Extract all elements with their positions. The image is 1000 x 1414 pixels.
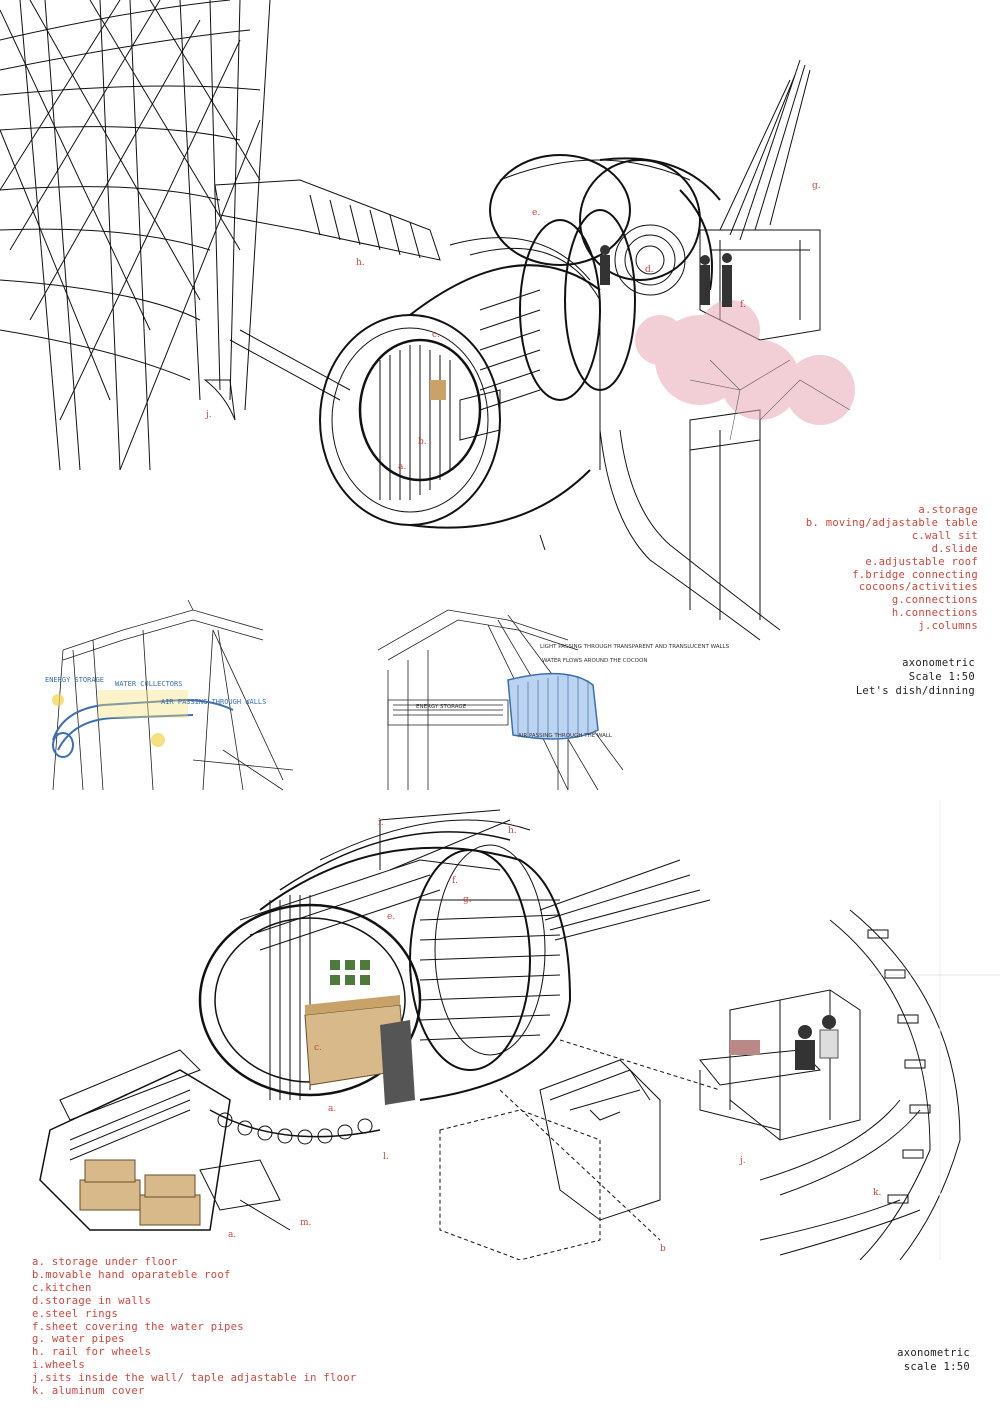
bottom-legend-item: d.storage in walls [32, 1294, 152, 1307]
top-caption: axonometric Scale 1:50 Let's dish/dinnin… [856, 656, 975, 698]
bottom-callout-b: b [660, 1244, 666, 1254]
bottom-callout-f: f. [452, 876, 458, 886]
bottom-callout-g: g. [463, 895, 472, 905]
left-panel-air-note: AIR PASSING THROUGH WALLS [161, 698, 267, 706]
slide-cocoon [489, 154, 721, 296]
wall-plants [330, 960, 370, 985]
main-cocoon [319, 209, 636, 551]
bottom-caption-scale: scale 1:50 [903, 1361, 970, 1373]
top-caption-subtitle: Let's dish/dinning [855, 685, 975, 697]
bottom-callout-c: c. [314, 1043, 322, 1053]
people-figures [430, 245, 732, 400]
callout-f: f. [740, 300, 746, 310]
left-lattice-structure [0, 0, 271, 471]
middle-panel-water-note: WATER FLOWS AROUND THE COCOON [542, 658, 648, 664]
middle-panel-air-note: AIR PASSING THROUGH THE WALL [518, 733, 612, 739]
left-panel-sketch [52, 599, 294, 791]
top-legend-item: h.connections [891, 607, 978, 620]
bottom-legend-item: b.movable hand oparateble roof [32, 1268, 231, 1281]
callout-d: d. [645, 265, 654, 275]
bottom-legend: a. storage under floor b.movable hand op… [32, 1256, 356, 1398]
middle-panel-light-note: LIGHT PASSING THROUGH TRANSPARENT AND TR… [540, 644, 730, 650]
middle-panel-storage-note: ENERGY STORAGE [416, 704, 467, 710]
energy-diagram-panel-middle: LIGHT PASSING THROUGH TRANSPARENT AND TR… [368, 590, 729, 800]
bottom-legend-item: f.sheet covering the water pipes [32, 1320, 244, 1333]
bottom-caption: axonometric scale 1:50 [897, 1346, 970, 1374]
left-panel-water-note: WATER COLLECTORS [115, 680, 183, 688]
top-legend-item: e.adjustable roof [865, 555, 978, 568]
top-legend-item: a.storage [918, 504, 978, 516]
top-legend-item: d.slide [931, 542, 978, 555]
top-axonometric-drawing [0, 0, 855, 641]
top-legend-item: b. moving/adjastable table [805, 516, 978, 529]
callout-g: g. [812, 181, 821, 191]
curved-rail [759, 909, 961, 1260]
top-legend: a.storage b. moving/adjastable table c.w… [806, 504, 978, 633]
storage-boxes [79, 1159, 201, 1226]
bottom-legend-item: e.steel rings [32, 1307, 119, 1320]
kitchen-block [304, 995, 415, 1105]
bottom-callout-m: m. [300, 1218, 312, 1228]
energy-diagram-panel-left: ENERGY STORAGE WATER COLLECTORS AIR PASS… [43, 590, 298, 800]
callout-a: a. [398, 462, 407, 472]
seat-unit-people [730, 1015, 839, 1070]
bottom-callout-a1: a. [328, 1104, 337, 1114]
bottom-callout-l: l. [383, 1152, 389, 1162]
callout-j: j. [206, 410, 212, 420]
top-legend-item: c.wall sit [911, 529, 978, 542]
bottom-legend-item: a. storage under floor [32, 1256, 178, 1268]
bottom-callout-a2: a. [228, 1230, 237, 1240]
bottom-legend-item: k. aluminum cover [32, 1385, 145, 1398]
blossom-tree [635, 300, 855, 425]
top-legend-item: j.columns [918, 620, 978, 633]
connecting-tube [214, 179, 441, 401]
top-caption-title: axonometric [902, 657, 975, 669]
seat-unit [699, 989, 861, 1141]
tree-branches [689, 359, 851, 441]
callout-b: b. [418, 437, 427, 447]
right-tower [599, 59, 821, 641]
callout-h: h. [356, 258, 365, 268]
top-legend-item: cocoons/activities [858, 581, 978, 594]
bottom-axonometric-drawing [39, 800, 1000, 1260]
top-legend-item: g.connections [891, 594, 978, 607]
callout-c: c. [432, 330, 440, 340]
bottom-legend-item: g. water pipes [32, 1333, 125, 1346]
bottom-callout-h: h. [508, 826, 517, 836]
bottom-callout-k: k. [873, 1188, 882, 1198]
top-legend-item: f.bridge connecting [852, 568, 978, 581]
top-caption-scale: Scale 1:50 [908, 671, 975, 683]
bottom-caption-title: axonometric [897, 1347, 970, 1359]
middle-panel-sketch [377, 609, 624, 791]
callout-e: e. [532, 208, 541, 218]
left-panel-energy-note: ENERGY STORAGE [45, 676, 105, 684]
bottom-callout-j: j. [740, 1156, 746, 1166]
bottom-callout-i: i. [378, 818, 384, 828]
bottom-legend-item: h. rail for wheels [32, 1346, 152, 1359]
bottom-legend-item: c.kitchen [32, 1281, 92, 1294]
bottom-legend-item: j.sits inside the wall/ taple adjastable… [32, 1372, 357, 1385]
bottom-callout-e: e. [387, 912, 396, 922]
bottom-legend-item: i.wheels [32, 1359, 85, 1372]
